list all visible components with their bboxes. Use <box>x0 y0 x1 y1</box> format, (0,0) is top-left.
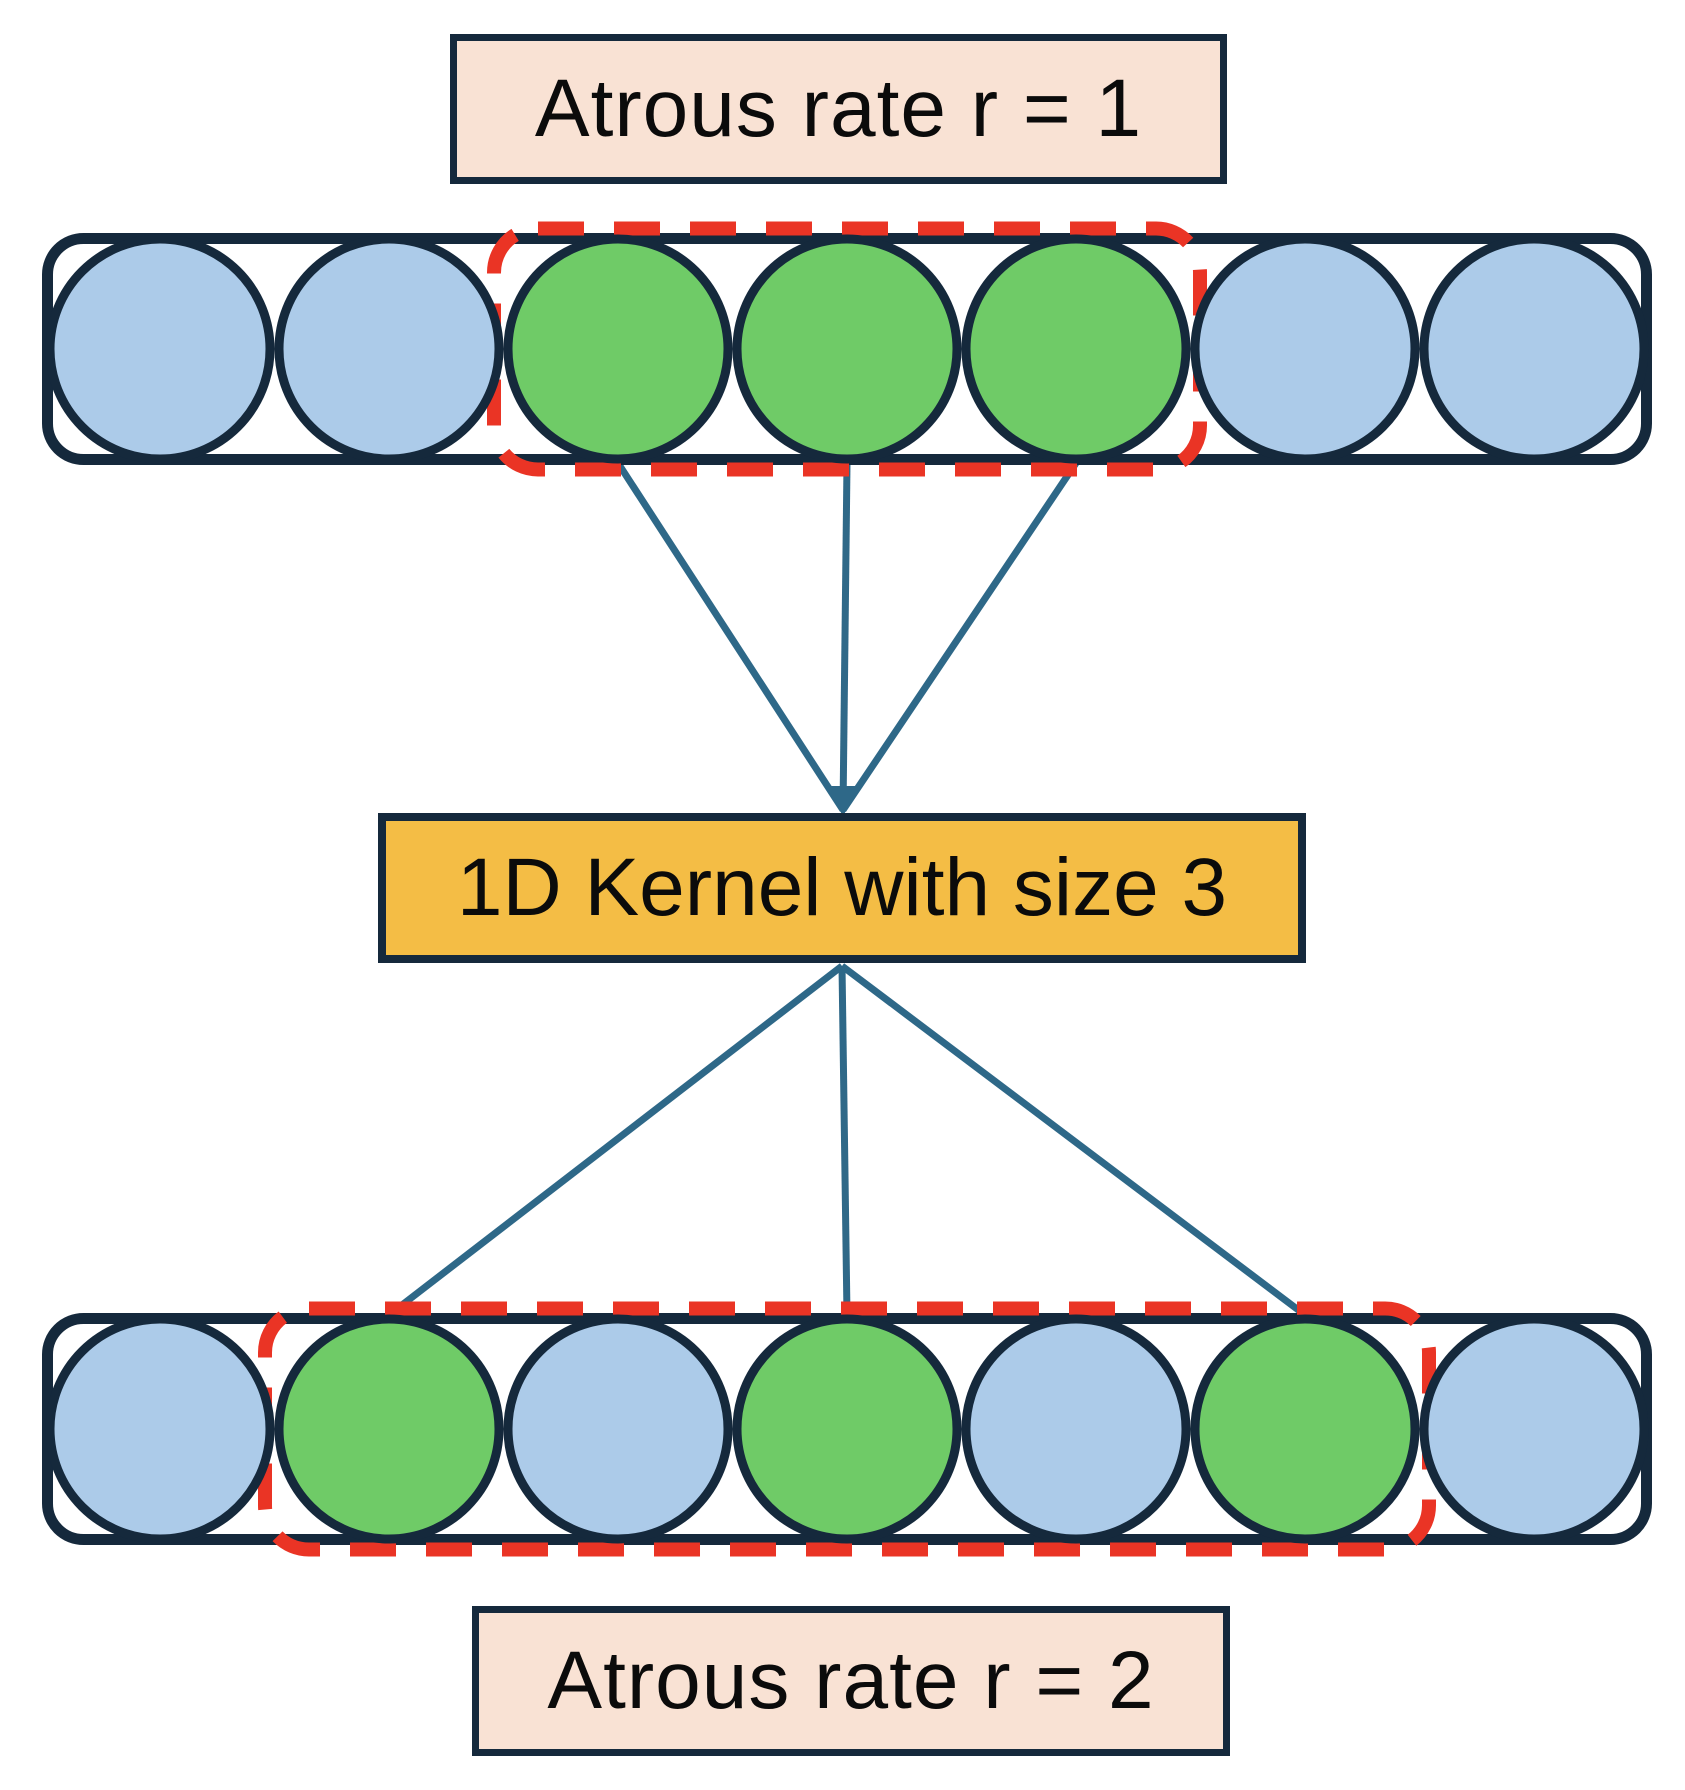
cell-bottom-4-blue <box>961 1314 1191 1544</box>
cell-bottom-2-blue <box>503 1314 733 1544</box>
atrous-rate-1-caption-text: Atrous rate r = 1 <box>534 63 1143 154</box>
kernel-box: 1D Kernel with size 3 <box>378 813 1306 963</box>
connector-line-bottom-3 <box>838 965 851 1316</box>
atrous-rate-1-caption: Atrous rate r = 1 <box>450 34 1227 184</box>
kernel-arrowhead-icon <box>829 786 857 817</box>
connector-line-bottom-1 <box>386 963 845 1318</box>
cell-top-2-green <box>503 234 733 464</box>
connector-line-top-2 <box>615 461 846 812</box>
connector-line-top-3 <box>839 462 851 811</box>
cell-bottom-3-green <box>732 1314 962 1544</box>
kernel-box-text: 1D Kernel with size 3 <box>456 842 1228 933</box>
cell-bottom-5-green <box>1190 1314 1420 1544</box>
cell-top-5-blue <box>1190 234 1420 464</box>
cell-top-1-blue <box>274 234 504 464</box>
connector-line-top-4 <box>840 461 1079 812</box>
atrous-rate-2-caption-text: Atrous rate r = 2 <box>547 1635 1155 1726</box>
cell-top-4-green <box>961 234 1191 464</box>
cell-top-0-blue <box>45 234 275 464</box>
cell-bottom-6-blue <box>1419 1314 1649 1544</box>
cell-bottom-1-green <box>274 1314 504 1544</box>
connector-line-bottom-5 <box>839 963 1308 1318</box>
cell-bottom-0-blue <box>45 1314 275 1544</box>
cell-top-3-green <box>732 234 962 464</box>
atrous-rate-2-caption: Atrous rate r = 2 <box>472 1606 1230 1756</box>
cell-top-6-blue <box>1419 234 1649 464</box>
